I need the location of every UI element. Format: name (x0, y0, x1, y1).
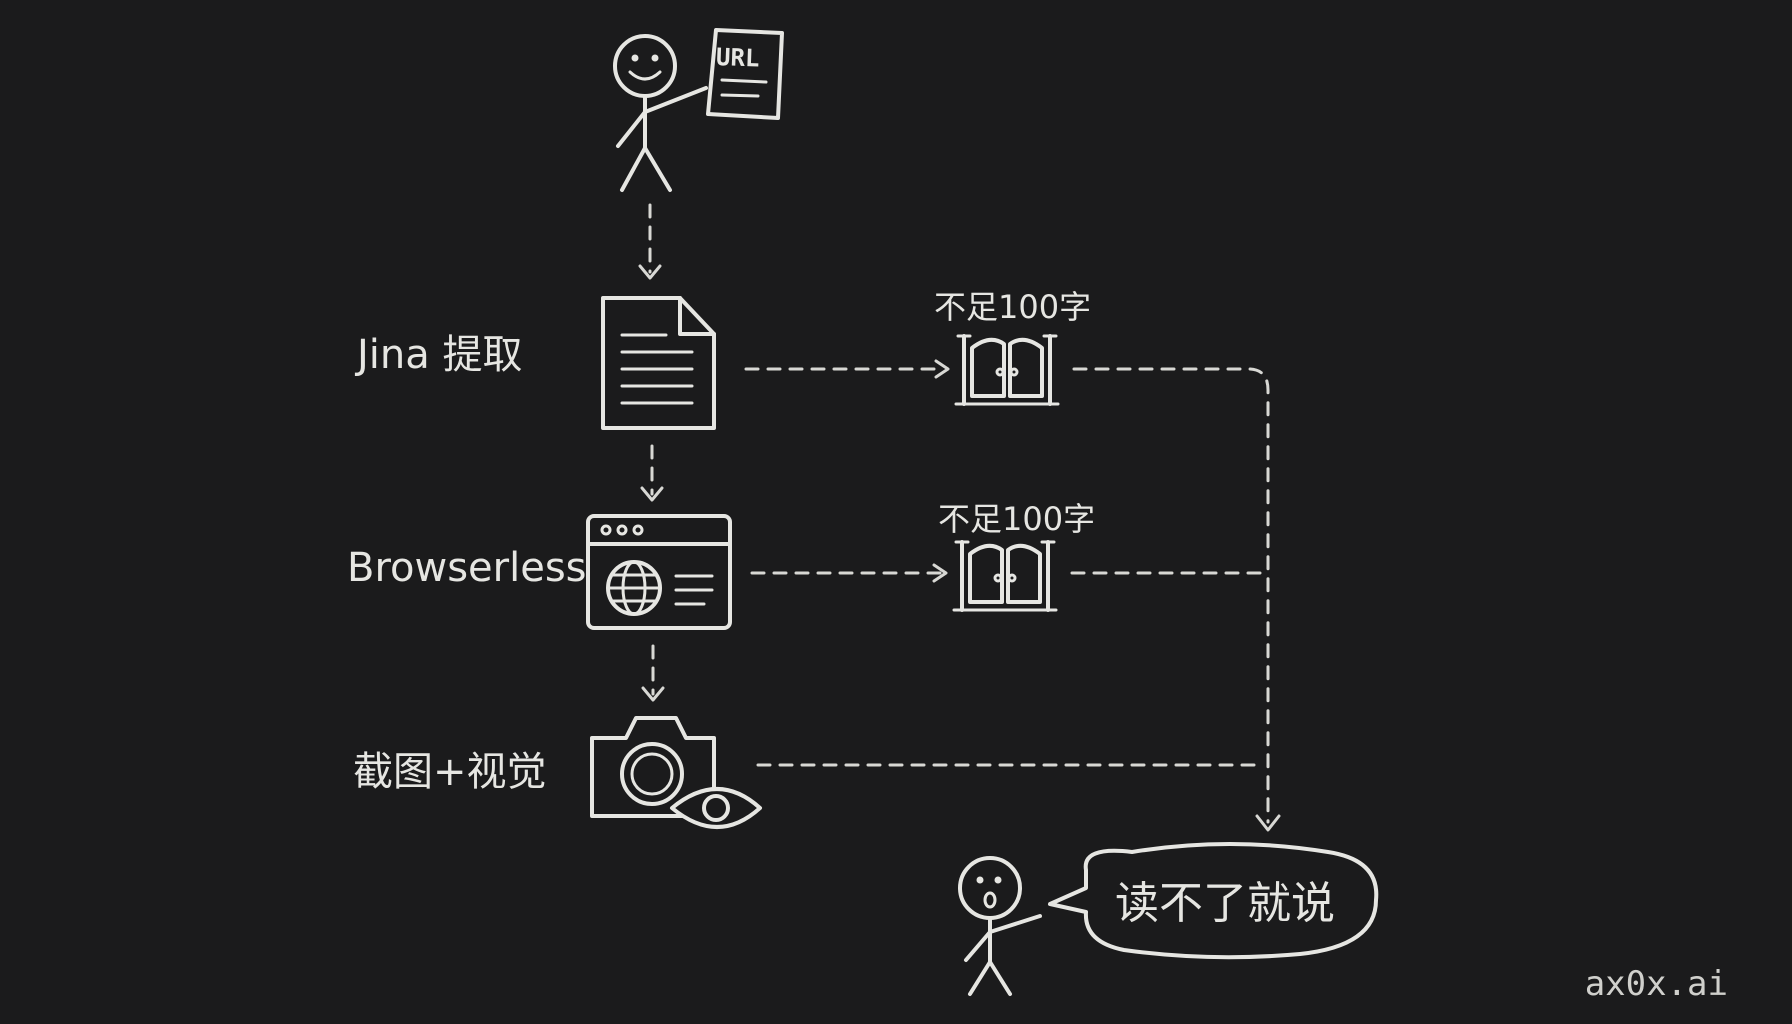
camera-icon (590, 716, 716, 818)
arrow-browserless-to-screenshot (641, 644, 665, 702)
condition-label-browserless: 不足100字 (938, 500, 1095, 538)
arrow-jina-to-browserless (640, 444, 664, 502)
condition-label-jina: 不足100字 (934, 288, 1091, 326)
arrow-jina-to-gate (744, 359, 950, 379)
document-icon (601, 296, 716, 430)
url-document-icon (706, 28, 784, 120)
connector-gate1-to-result (1072, 367, 1281, 832)
user-stick-figure (613, 34, 708, 192)
gate-icon-browserless (952, 540, 1058, 612)
step-label-screenshot-vision: 截图+视觉 (353, 749, 547, 795)
step-label-jina: Jina 提取 (354, 332, 523, 378)
step-label-browserless: Browserless (347, 545, 587, 591)
result-stick-figure (958, 856, 1042, 996)
url-label: URL (716, 43, 760, 72)
arrow-user-to-jina (638, 203, 662, 280)
speech-bubble (1048, 842, 1379, 960)
watermark: ax0x.ai (1584, 964, 1728, 1004)
eye-icon (670, 787, 762, 829)
arrow-browserless-to-gate (750, 563, 948, 583)
gate-icon-jina (954, 334, 1060, 406)
speech-bubble-text: 读不了就说 (1115, 878, 1335, 929)
browser-window-icon (586, 514, 732, 630)
